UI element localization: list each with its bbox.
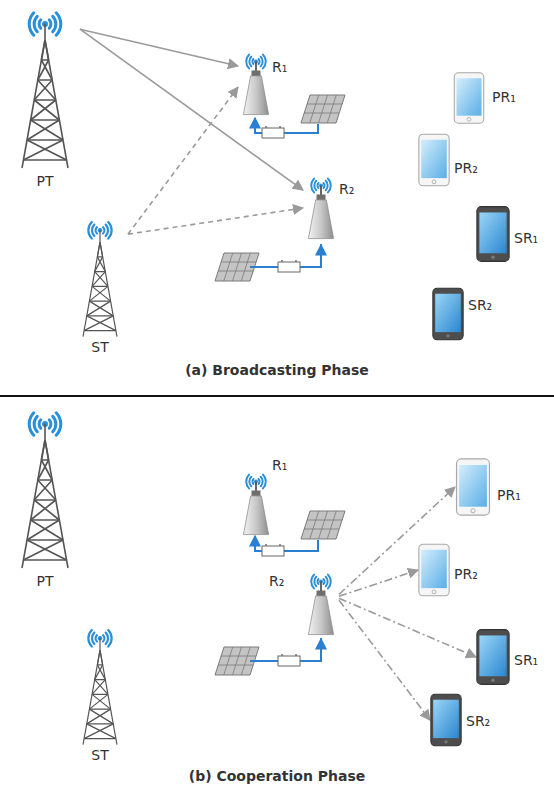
phone-node-icon xyxy=(476,203,510,265)
relay-node: R₁ xyxy=(238,472,274,536)
node-label: R₁ xyxy=(272,458,287,473)
node-label: PT xyxy=(37,574,54,589)
relay-node-icon xyxy=(303,176,339,240)
tower-node-icon xyxy=(72,628,128,746)
node-label: ST xyxy=(91,748,108,763)
phone-node-icon xyxy=(432,282,464,346)
node-label: SR₁ xyxy=(514,653,538,668)
tower-node-icon xyxy=(10,10,80,170)
node-label: R₁ xyxy=(272,60,287,75)
phone-node-icon xyxy=(418,133,450,187)
node-label: SR₂ xyxy=(468,298,492,313)
tower-node-icon xyxy=(72,220,128,338)
node-label: R₂ xyxy=(269,574,284,589)
phone-node-icon xyxy=(452,72,486,124)
relay-node-icon xyxy=(238,52,274,116)
phone-node: SR₁ xyxy=(476,625,510,689)
phone-node: SR₁ xyxy=(476,203,510,265)
tower-node: ST xyxy=(72,220,128,338)
tower-node: PT xyxy=(10,410,80,570)
node-label: R₂ xyxy=(339,182,354,197)
node-label: SR₁ xyxy=(514,231,538,246)
phone-node-icon xyxy=(418,543,450,597)
tower-node: PT xyxy=(10,10,80,170)
node-label: ST xyxy=(91,340,108,355)
relay-node: R₁ xyxy=(238,52,274,116)
phone-node-icon xyxy=(430,690,462,750)
relay-node-icon xyxy=(238,472,274,536)
node-label: SR₂ xyxy=(466,714,490,729)
phone-node: PR₁ xyxy=(455,458,491,516)
node-label: PR₁ xyxy=(497,488,521,503)
connector xyxy=(80,29,303,190)
phone-node-icon xyxy=(455,458,491,516)
connector xyxy=(128,208,303,234)
connector xyxy=(128,87,238,234)
phone-node: PR₂ xyxy=(418,543,450,597)
phone-node: PR₂ xyxy=(418,133,450,187)
node-label: PR₂ xyxy=(454,567,478,582)
caption-label: (b) Cooperation Phase xyxy=(189,768,366,784)
node-label: PT xyxy=(37,174,54,189)
phone-node: SR₂ xyxy=(432,282,464,346)
tower-node-icon xyxy=(10,410,80,570)
node-label: PR₂ xyxy=(454,161,478,176)
relay-node: R₂ xyxy=(303,572,339,636)
caption-label: (a) Broadcasting Phase xyxy=(185,362,369,378)
phone-node-icon xyxy=(476,625,510,689)
connector xyxy=(80,29,238,66)
connector xyxy=(339,600,430,720)
relay-node-icon xyxy=(303,572,339,636)
phone-node: PR₁ xyxy=(452,72,486,124)
connector xyxy=(339,570,418,596)
phone-node: SR₂ xyxy=(430,690,462,750)
tower-node: ST xyxy=(72,628,128,746)
relay-node: R₂ xyxy=(303,176,339,240)
node-label: PR₁ xyxy=(492,90,516,105)
